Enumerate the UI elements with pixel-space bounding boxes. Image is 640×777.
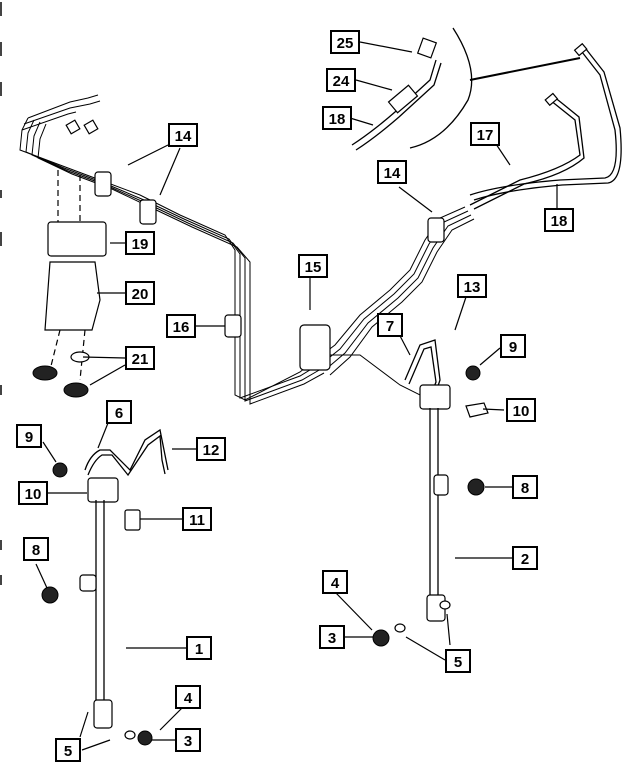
inset-brake-hose: [351, 37, 442, 151]
callout-4-right: 4: [322, 570, 348, 594]
callout-10-left: 10: [18, 481, 48, 505]
detail-view-arc: [409, 27, 581, 149]
leader-lines: [35, 41, 558, 751]
margin-tick: [0, 42, 2, 56]
callout-14-left: 14: [168, 123, 198, 147]
margin-tick: [0, 232, 2, 246]
callout-6: 6: [106, 400, 132, 424]
callout-5-right: 5: [445, 649, 471, 673]
callout-14-right: 14: [377, 160, 407, 184]
margin-tick: [0, 385, 2, 395]
margin-tick: [0, 575, 2, 585]
callout-8-right: 8: [512, 475, 538, 499]
callout-25: 25: [330, 30, 360, 54]
callout-9-left: 9: [16, 424, 42, 448]
junction-block-bracket: [32, 170, 107, 398]
brake-line-bundle: [19, 94, 475, 405]
callout-3-left: 3: [175, 728, 201, 752]
callout-1: 1: [186, 636, 212, 660]
callout-8-left: 8: [23, 537, 49, 561]
callout-19: 19: [125, 231, 155, 255]
rear-brake-lines-upper: [469, 42, 622, 210]
right-brake-hose: [372, 339, 489, 647]
margin-tick: [0, 82, 2, 96]
callout-21: 21: [125, 346, 155, 370]
callout-7: 7: [377, 313, 403, 337]
callout-18-inset: 18: [322, 106, 352, 130]
left-brake-hose: [41, 428, 169, 746]
callout-3-right: 3: [319, 625, 345, 649]
callout-2: 2: [512, 546, 538, 570]
callout-16: 16: [166, 314, 196, 338]
callout-13: 13: [457, 274, 487, 298]
callout-17: 17: [470, 122, 500, 146]
callout-5-left: 5: [55, 738, 81, 762]
callout-12: 12: [196, 437, 226, 461]
callout-18-right: 18: [544, 208, 574, 232]
callout-15: 15: [298, 254, 328, 278]
callout-11: 11: [182, 507, 212, 531]
callout-9-right: 9: [500, 334, 526, 358]
margin-tick: [0, 190, 2, 198]
margin-tick: [0, 2, 2, 16]
callout-20: 20: [125, 281, 155, 305]
callout-24: 24: [326, 68, 356, 92]
callout-4-left: 4: [175, 685, 201, 709]
margin-tick: [0, 540, 2, 550]
callout-10-right: 10: [506, 398, 536, 422]
